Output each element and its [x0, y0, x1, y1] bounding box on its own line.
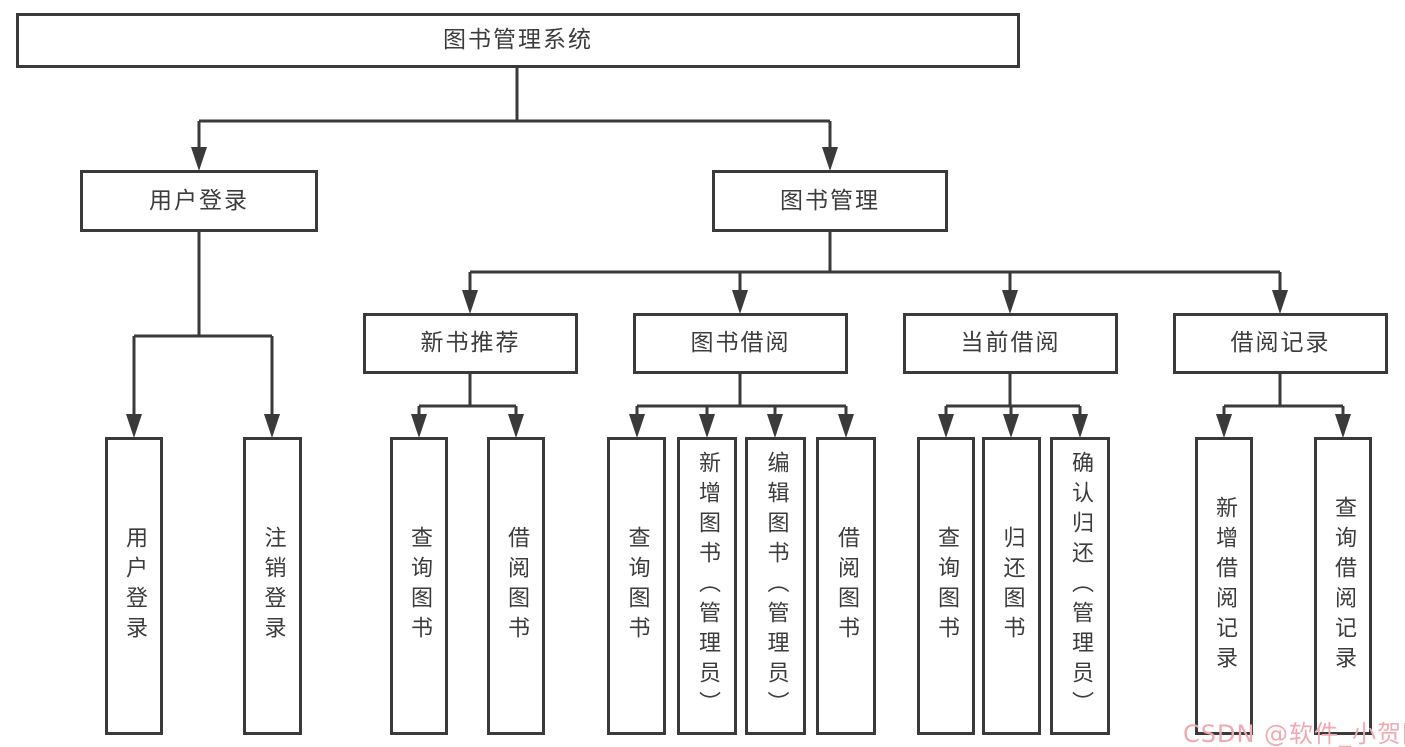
node-book-borrow: 图书借阅	[633, 313, 848, 374]
arrow-down-icon	[732, 290, 748, 314]
leaf-br-query-record: 查询借阅记录	[1314, 437, 1372, 735]
node-user-login-label: 用户登录	[149, 187, 249, 214]
node-book-management-label: 图书管理	[780, 187, 880, 214]
arrow-down-icon	[462, 290, 478, 314]
node-user-login: 用户登录	[80, 170, 318, 232]
node-new-book-recommend-label: 新书推荐	[420, 330, 521, 356]
leaf-cb-return-books-label: 归还图书	[999, 526, 1025, 646]
arrow-down-icon	[1002, 290, 1018, 314]
leaf-cb-query-books-label: 查询图书	[934, 526, 959, 646]
leaf-cb-query-books: 查询图书	[917, 437, 975, 735]
arrow-down-icon	[264, 414, 280, 438]
leaf-bb-edit-books-admin: 编辑图书（管理员）	[745, 437, 806, 735]
leaf-bb-query-books: 查询图书	[607, 437, 666, 735]
node-root-label: 图书管理系统	[443, 27, 593, 53]
connector-bookmgmt-to-level3	[468, 232, 1282, 290]
leaf-cb-return-books: 归还图书	[982, 437, 1041, 735]
node-current-borrow-label: 当前借阅	[960, 330, 1061, 356]
leaf-br-add-record-label: 新增借阅记录	[1212, 496, 1237, 676]
node-borrow-records-label: 借阅记录	[1230, 330, 1331, 356]
arrow-down-icon	[126, 414, 142, 438]
leaf-bb-borrow-books-label: 借阅图书	[834, 526, 859, 646]
arrow-down-icon	[838, 414, 854, 438]
leaf-user-login: 用户登录	[105, 437, 163, 735]
leaf-bb-add-books-admin-label: 新增图书（管理员）	[695, 451, 720, 721]
watermark-text: CSDN @软件_小贺同学	[1183, 720, 1405, 747]
leaf-logout: 注销登录	[243, 437, 302, 735]
connector-records-to-leaves	[1222, 374, 1345, 414]
leaf-bb-query-books-label: 查询图书	[624, 526, 650, 646]
arrow-down-icon	[508, 414, 524, 438]
arrow-down-icon	[1335, 414, 1351, 438]
leaf-nb-query-books-label: 查询图书	[407, 526, 432, 646]
connector-userlogin-to-leaves	[132, 232, 274, 414]
node-current-borrow: 当前借阅	[903, 313, 1118, 374]
arrow-down-icon	[1003, 414, 1019, 438]
node-book-borrow-label: 图书借阅	[690, 330, 791, 356]
leaf-user-login-label: 用户登录	[122, 526, 147, 646]
connector-root-to-level2	[197, 68, 832, 147]
arrow-down-icon	[411, 414, 427, 438]
leaf-cb-confirm-return-admin-label: 确认归还（管理员）	[1068, 451, 1093, 721]
leaf-bb-add-books-admin: 新增图书（管理员）	[677, 437, 737, 735]
connector-bookborrow-to-leaves	[635, 374, 848, 414]
leaf-bb-borrow-books: 借阅图书	[816, 437, 876, 735]
arrow-down-icon	[699, 414, 715, 438]
node-borrow-records: 借阅记录	[1173, 313, 1388, 374]
leaf-br-query-record-label: 查询借阅记录	[1331, 496, 1356, 676]
leaf-cb-confirm-return-admin: 确认归还（管理员）	[1050, 437, 1110, 735]
arrow-down-icon	[1272, 290, 1288, 314]
arrow-down-icon	[1216, 414, 1232, 438]
leaf-logout-label: 注销登录	[260, 526, 286, 646]
arrowheads	[126, 147, 1351, 438]
connector-newbooks-to-leaves	[417, 374, 518, 414]
leaf-bb-edit-books-admin-label: 编辑图书（管理员）	[763, 451, 789, 721]
arrow-down-icon	[629, 414, 645, 438]
node-new-book-recommend: 新书推荐	[363, 313, 578, 374]
arrow-down-icon	[822, 147, 838, 171]
arrow-down-icon	[191, 147, 207, 171]
arrow-down-icon	[938, 414, 954, 438]
leaf-nb-borrow-books: 借阅图书	[487, 437, 545, 735]
leaf-nb-query-books: 查询图书	[390, 437, 448, 735]
node-book-management: 图书管理	[712, 170, 948, 232]
connector-currentborrow-to-leaves	[944, 374, 1082, 414]
node-root: 图书管理系统	[16, 13, 1020, 68]
arrow-down-icon	[767, 414, 783, 438]
arrow-down-icon	[1072, 414, 1088, 438]
leaf-br-add-record: 新增借阅记录	[1195, 437, 1253, 735]
leaf-nb-borrow-books-label: 借阅图书	[504, 526, 529, 646]
